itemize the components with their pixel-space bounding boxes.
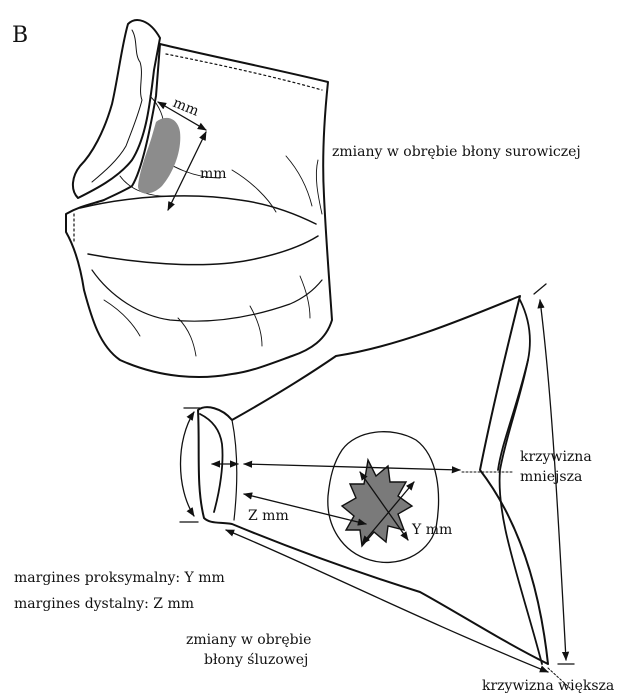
serosal-specimen-drawing: [66, 20, 332, 377]
label-mucosa-changes-1: zmiany w obrębie: [186, 632, 311, 648]
label-greater-curvature: krzywizna większa: [482, 678, 614, 693]
proximal-curve-arrow: [181, 412, 195, 516]
panel-letter: B: [12, 23, 28, 48]
label-lesser-curvature-2: mniejsza: [520, 469, 582, 485]
label-mucosa-changes-2: błony śluzowej: [204, 652, 308, 668]
lesser-curvature-width-arrow: [244, 464, 460, 470]
label-margin-proximal: margines proksymalny: Y mm: [14, 570, 225, 586]
label-mm-width: mm: [171, 95, 202, 120]
greater-curvature-arrow: [226, 530, 548, 672]
label-lesser-curvature-1: krzywizna: [520, 449, 592, 465]
label-serosa-changes: zmiany w obrębie błony surowiczej: [332, 144, 581, 160]
label-mm-length: mm: [200, 166, 227, 182]
label-y-mm: Y mm: [411, 522, 452, 538]
mucosa-tumor: [342, 460, 412, 546]
specimen-outline: [66, 44, 332, 377]
label-z-mm: Z mm: [248, 508, 289, 524]
label-margin-distal: margines dystalny: Z mm: [14, 596, 194, 612]
